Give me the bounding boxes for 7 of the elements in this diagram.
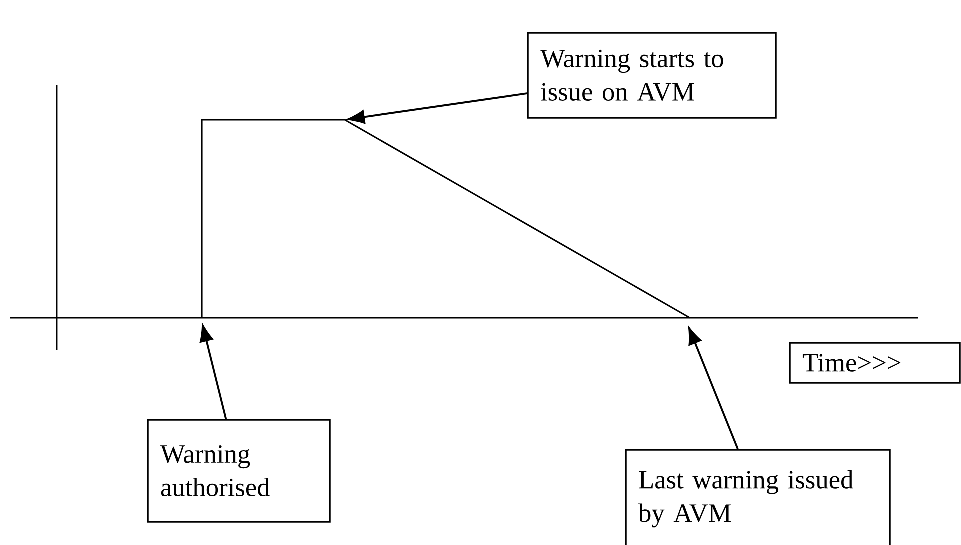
text-box: Time>>> [789,342,961,384]
text-box: Warning authorised [147,419,331,523]
arrow [348,92,528,124]
text-box: Last warning issued by AVM [625,449,891,545]
arrow [688,328,739,450]
text-box: Warning starts to issue on AVM [527,32,777,119]
arrow [200,324,228,420]
